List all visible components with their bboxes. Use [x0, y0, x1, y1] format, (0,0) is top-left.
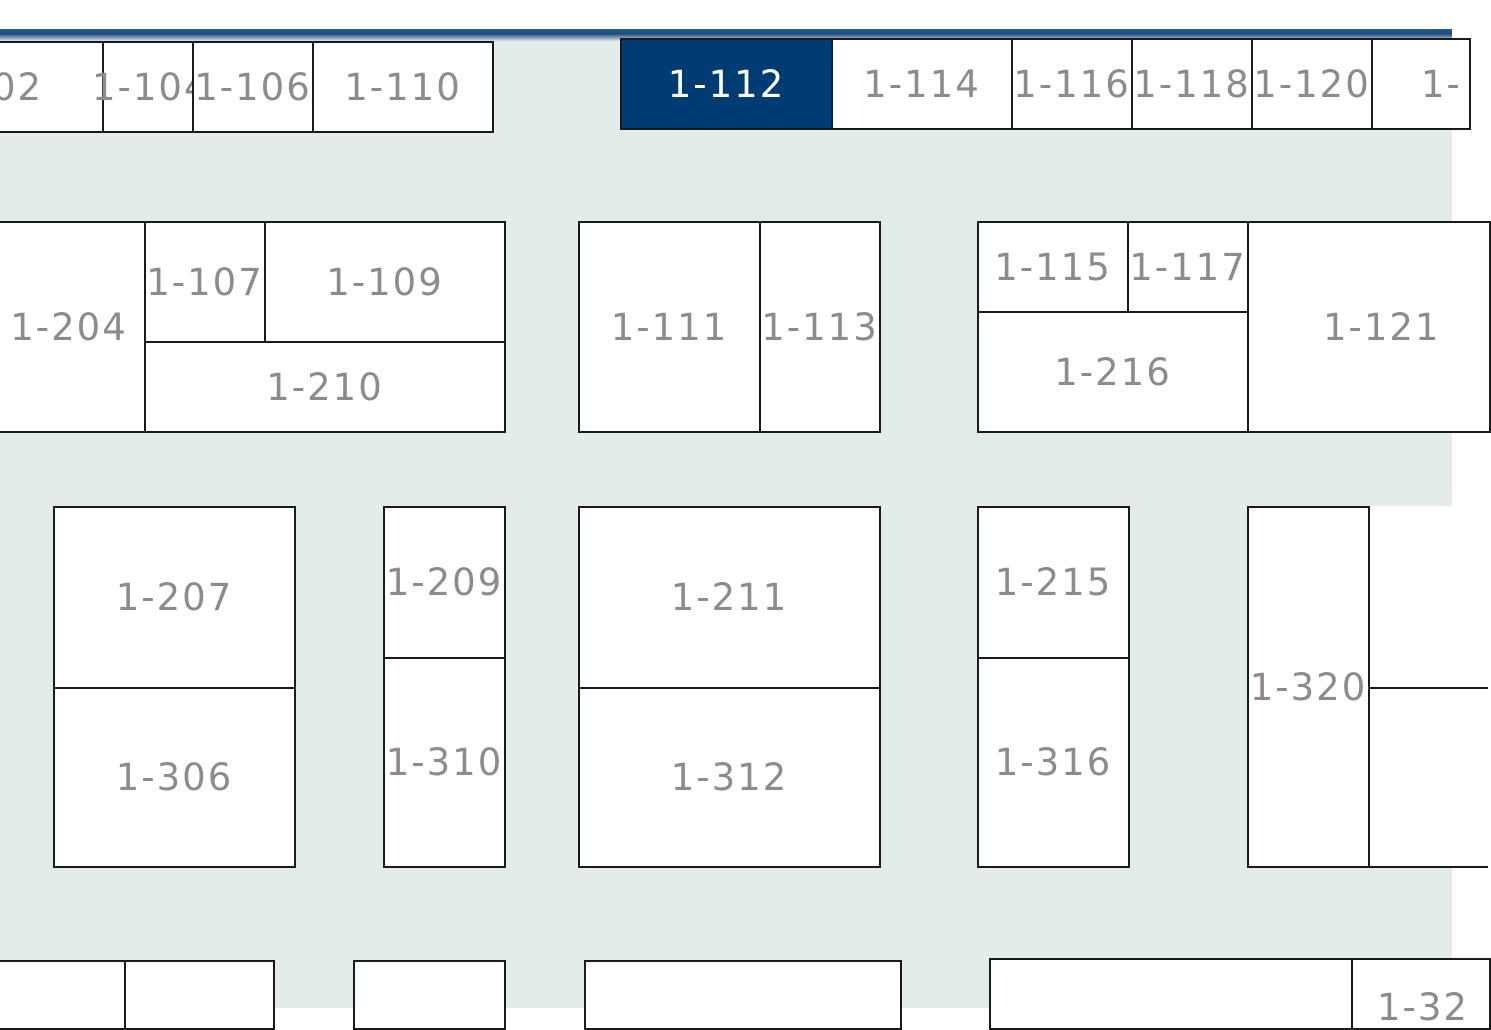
- booth-label: 1-121: [1323, 305, 1441, 349]
- booth-bottom-5[interactable]: [989, 958, 1353, 1030]
- booth-label: 1-111: [610, 305, 729, 349]
- booth-1-107[interactable]: 1-107: [144, 221, 266, 343]
- booth-1-112[interactable]: 1-112: [620, 38, 833, 130]
- booth-1-110[interactable]: 1-110: [312, 41, 494, 133]
- booth-1-104[interactable]: 1-104: [92, 41, 208, 133]
- booth-label: 1-209: [385, 561, 504, 604]
- booth-label: 1-210: [266, 365, 384, 409]
- booth-right-lower[interactable]: [1368, 687, 1488, 868]
- booth-1-207[interactable]: 1-207: [53, 506, 296, 689]
- booth-1-316[interactable]: 1-316: [977, 657, 1130, 868]
- booth-label: 1-114: [863, 62, 981, 106]
- booth-label: 1-115: [994, 245, 1112, 289]
- booth-1-215[interactable]: 1-215: [977, 506, 1130, 659]
- booth-label: 1-120: [1253, 62, 1371, 106]
- booth-label: 1-32: [1377, 986, 1469, 1029]
- booth-bottom-2[interactable]: [124, 960, 275, 1030]
- booth-1-32x[interactable]: 1-32: [1351, 958, 1491, 1030]
- booth-1-106[interactable]: 1-106: [192, 41, 314, 133]
- booth-label: 1-116: [1013, 62, 1131, 106]
- booth-1-210[interactable]: 1-210: [144, 341, 506, 433]
- booth-bottom-3[interactable]: [353, 960, 506, 1030]
- booth-1-118[interactable]: 1-118: [1131, 38, 1253, 130]
- booth-label: 1-117: [1129, 245, 1247, 289]
- booth-1-102[interactable]: 02: [0, 41, 104, 133]
- booth-1-117[interactable]: 1-117: [1127, 221, 1249, 313]
- booth-1-113[interactable]: 1-113: [759, 221, 881, 433]
- booth-bottom-1[interactable]: [0, 960, 126, 1030]
- booth-label: 1-112: [667, 62, 786, 106]
- booth-right-upper[interactable]: [1368, 506, 1488, 689]
- booth-label: 1-211: [670, 576, 789, 619]
- booth-label: 1-113: [761, 305, 879, 349]
- booth-1-306[interactable]: 1-306: [53, 687, 296, 868]
- booth-1-115[interactable]: 1-115: [977, 221, 1129, 313]
- booth-1-204[interactable]: 1-204: [0, 221, 146, 433]
- booth-label: 1-118: [1133, 62, 1251, 106]
- booth-1-121[interactable]: 1-121: [1247, 221, 1491, 433]
- booth-1-116[interactable]: 1-116: [1011, 38, 1133, 130]
- booth-bottom-4[interactable]: [584, 960, 902, 1030]
- booth-label: 1-207: [115, 576, 234, 619]
- booth-label: 1-: [1421, 62, 1462, 106]
- booth-1-312[interactable]: 1-312: [578, 687, 881, 868]
- booth-label: 1-216: [1054, 350, 1172, 394]
- booth-1-320[interactable]: 1-320: [1247, 506, 1370, 868]
- booth-1-209[interactable]: 1-209: [383, 506, 506, 659]
- booth-label: 1-110: [344, 65, 462, 109]
- booth-1-310[interactable]: 1-310: [383, 657, 506, 868]
- booth-label: 1-310: [385, 741, 504, 784]
- booth-1-109[interactable]: 1-109: [264, 221, 506, 343]
- booth-1-216[interactable]: 1-216: [977, 311, 1249, 433]
- booth-label: 1-306: [115, 756, 234, 799]
- booth-label: 1-215: [994, 561, 1113, 604]
- booth-1-114[interactable]: 1-114: [831, 38, 1013, 130]
- booth-label: 1-316: [994, 741, 1113, 784]
- booth-label: 1-106: [194, 65, 312, 109]
- booth-label: 1-109: [326, 260, 444, 304]
- booth-1-211[interactable]: 1-211: [578, 506, 881, 689]
- booth-1-122[interactable]: 1-: [1371, 38, 1471, 130]
- booth-label: 02: [0, 65, 44, 109]
- booth-1-120[interactable]: 1-120: [1251, 38, 1373, 130]
- booth-label: 1-204: [10, 305, 128, 349]
- booth-label: 1-107: [146, 260, 264, 304]
- booth-label: 1-312: [670, 756, 789, 799]
- booth-1-111[interactable]: 1-111: [578, 221, 761, 433]
- map-header-area: [0, 0, 1452, 33]
- booth-label: 1-320: [1249, 665, 1368, 709]
